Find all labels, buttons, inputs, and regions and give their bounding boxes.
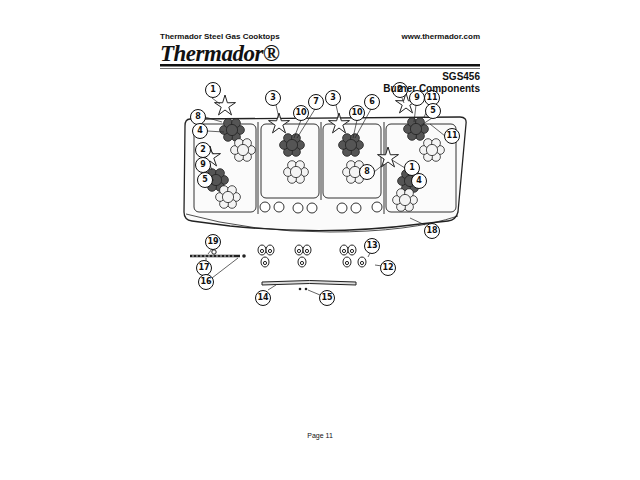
burner-cap xyxy=(222,191,233,202)
knob-part xyxy=(303,245,311,255)
grate-finger xyxy=(329,113,350,133)
callout-number: 9 xyxy=(195,157,211,173)
burner-cap xyxy=(286,139,297,150)
knob-part xyxy=(266,245,274,255)
burner-cap xyxy=(399,194,410,205)
callout-number: 15 xyxy=(319,290,335,306)
callout-number: 6 xyxy=(364,94,380,110)
burner-cap xyxy=(290,166,301,177)
page-number: Page 11 xyxy=(307,432,333,439)
knob-part xyxy=(268,249,271,252)
knob-part xyxy=(261,257,269,267)
callout-number: 10 xyxy=(293,105,309,121)
knob-part xyxy=(348,245,356,255)
callout-number: 8 xyxy=(359,164,375,180)
knob-part xyxy=(258,245,266,255)
callout-number: 2 xyxy=(195,142,211,158)
grate-finger xyxy=(378,147,399,167)
callout-number: 5 xyxy=(197,172,213,188)
callout-number: 14 xyxy=(255,290,271,306)
knob-part xyxy=(260,249,263,252)
header-text: www.thermador.com xyxy=(402,32,480,41)
callout-number: 10 xyxy=(349,105,365,121)
callout-number: 19 xyxy=(205,234,221,250)
knob-part xyxy=(295,245,303,255)
callout-number: 3 xyxy=(325,90,341,106)
burner-cap xyxy=(226,124,237,135)
grate-finger xyxy=(269,113,290,133)
knob-part xyxy=(300,261,303,264)
callout-number: 13 xyxy=(364,238,380,254)
knob-part xyxy=(298,257,306,267)
callout-number: 18 xyxy=(424,223,440,239)
callout-number: 5 xyxy=(425,103,441,119)
callout-number: 12 xyxy=(380,260,396,276)
knob-part xyxy=(350,249,353,252)
burner-cap xyxy=(426,144,437,155)
knob-part xyxy=(263,261,266,264)
knob-part xyxy=(342,249,345,252)
burner-cap xyxy=(237,144,248,155)
cooktop-panel xyxy=(184,117,466,231)
grate-finger xyxy=(215,95,236,115)
model-number: SGS456 xyxy=(442,71,480,82)
knob-part xyxy=(305,249,308,252)
knob-part xyxy=(340,245,348,255)
brand-logo: Thermador® xyxy=(160,41,280,67)
knob-part xyxy=(343,257,351,267)
callout-number: 7 xyxy=(308,94,324,110)
callout-number: 3 xyxy=(265,90,281,106)
burner-cap xyxy=(410,123,421,134)
knob-part xyxy=(360,261,363,264)
knob-part xyxy=(297,249,300,252)
callout-number: 1 xyxy=(205,82,221,98)
callout-number: 4 xyxy=(192,123,208,139)
knob-part xyxy=(345,261,348,264)
callout-number: 16 xyxy=(198,274,214,290)
header-text: Thermador Steel Gas Cooktops xyxy=(160,32,280,41)
section-title: Burner Components xyxy=(383,83,480,94)
callout-number: 4 xyxy=(411,173,427,189)
burner-cap xyxy=(345,139,356,150)
callout-number: 11 xyxy=(444,128,460,144)
knob-part xyxy=(358,257,366,267)
